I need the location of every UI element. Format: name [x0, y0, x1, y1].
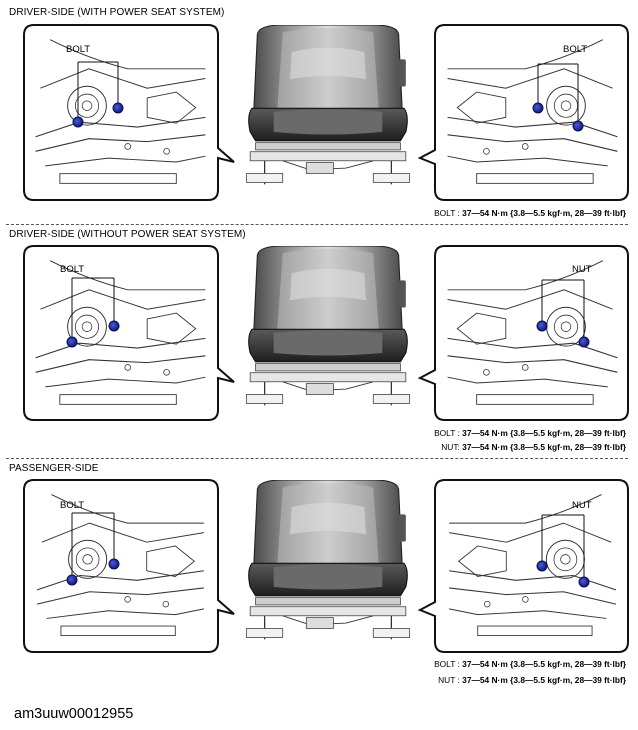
bolt-marker	[532, 102, 544, 114]
section-title-manual: DRIVER-SIDE (WITHOUT POWER SEAT SYSTEM)	[9, 229, 246, 240]
torque-spec-bolt: BOLT : 37—54 N·m {3.8—5.5 kgf·m, 28—39 f…	[434, 428, 626, 438]
bolt-marker	[108, 558, 120, 570]
callout-right-manual	[417, 245, 629, 421]
callout-right-power	[417, 24, 629, 201]
callout-left-manual	[23, 245, 235, 421]
callout-label-nut: NUT	[572, 264, 592, 275]
bolt-marker	[66, 574, 78, 586]
bolt-marker	[572, 120, 584, 132]
callout-label-bolt: BOLT	[60, 500, 84, 511]
bolt-marker	[112, 102, 124, 114]
nut-marker	[578, 336, 590, 348]
callout-right-passenger	[417, 479, 629, 653]
torque-spec-nut: NUT : 37—54 N·m {3.8—5.5 kgf·m, 28—39 ft…	[438, 675, 626, 685]
bolt-marker	[66, 336, 78, 348]
callout-label-nut: NUT	[572, 500, 592, 511]
bolt-marker	[72, 116, 84, 128]
torque-spec-bolt: BOLT : 37—54 N·m {3.8—5.5 kgf·m, 28—39 f…	[434, 208, 626, 218]
separator	[6, 458, 628, 459]
callout-label-bolt: BOLT	[563, 44, 587, 55]
nut-marker	[536, 320, 548, 332]
torque-spec-nut: NUT: 37—54 N·m {3.8—5.5 kgf·m, 28—39 ft·…	[441, 442, 626, 452]
nut-marker	[578, 576, 590, 588]
separator	[6, 224, 628, 225]
seat-image	[245, 246, 411, 407]
seat-image	[245, 480, 411, 641]
callout-left-passenger	[23, 479, 235, 653]
callout-left-power	[23, 24, 235, 201]
callout-label-bolt: BOLT	[60, 264, 84, 275]
callout-label-bolt: BOLT	[66, 44, 90, 55]
section-title-power: DRIVER-SIDE (WITH POWER SEAT SYSTEM)	[9, 7, 225, 18]
section-title-passenger: PASSENGER-SIDE	[9, 463, 99, 474]
nut-marker	[536, 560, 548, 572]
seat-image	[245, 25, 411, 186]
bolt-marker	[108, 320, 120, 332]
figure-id: am3uuw00012955	[14, 706, 134, 722]
torque-spec-bolt: BOLT : 37—54 N·m {3.8—5.5 kgf·m, 28—39 f…	[434, 659, 626, 669]
